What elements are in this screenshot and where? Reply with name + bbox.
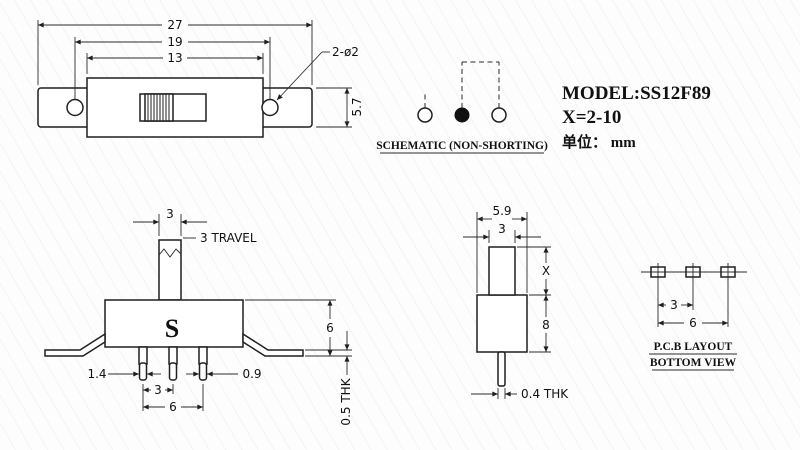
dim-pad-span: 6 bbox=[689, 316, 697, 330]
pin-2-shaft bbox=[168, 346, 178, 365]
pin-3-foot bbox=[198, 362, 208, 381]
mounting-hole-right bbox=[261, 98, 279, 117]
dim-body-length: 13 bbox=[167, 51, 182, 65]
title-block: MODEL:SS12F89 X=2-10 单位： mm bbox=[562, 83, 711, 151]
switch-body-front bbox=[104, 299, 244, 348]
terminal-pins bbox=[138, 346, 208, 381]
break-line bbox=[158, 248, 182, 258]
pin-side bbox=[497, 351, 506, 387]
dim-overall-length: 27 bbox=[167, 18, 182, 32]
dim-pin-pitch: 3 bbox=[154, 383, 162, 397]
dim-knob-height-x: X bbox=[542, 264, 550, 278]
schematic-caption: SCHEMATIC (NON-SHORTING) bbox=[376, 140, 548, 152]
unit-label: 单位： mm bbox=[562, 133, 636, 151]
pin-thickness-label: 0.4 THK bbox=[521, 387, 569, 401]
model-number: MODEL:SS12F89 bbox=[562, 83, 711, 104]
schematic-view: SCHEMATIC (NON-SHORTING) bbox=[376, 61, 548, 154]
pcb-caption-line1: P.C.B LAYOUT bbox=[654, 341, 733, 353]
dim-plate-height: 5.7 bbox=[350, 97, 364, 116]
slider-knob-top bbox=[144, 93, 174, 122]
slider-knob-front bbox=[158, 239, 182, 301]
slider-knob-side bbox=[488, 246, 516, 296]
dim-side-knob: 3 bbox=[498, 222, 506, 236]
flange-thickness-label: 0.5 THK bbox=[339, 377, 353, 425]
side-view: 5.9 3 X 8 0.4 THK bbox=[463, 204, 569, 401]
top-view: 27 19 13 5.7 2-ø2 bbox=[37, 18, 364, 138]
pcb-caption-line2: BOTTOM VIEW bbox=[650, 357, 737, 369]
pin-3-shaft bbox=[198, 346, 208, 365]
mounting-flange-right bbox=[242, 332, 304, 357]
x-range: X=2-10 bbox=[562, 107, 621, 128]
mounting-flange-left bbox=[44, 332, 106, 357]
hole-callout-label: 2-ø2 bbox=[332, 45, 359, 59]
terminal-open-left bbox=[417, 107, 433, 123]
pin-1-shaft bbox=[138, 346, 148, 365]
pad-2 bbox=[685, 266, 701, 278]
pad-1 bbox=[650, 266, 666, 278]
dim-side-height: 8 bbox=[542, 318, 550, 332]
pin-1-foot bbox=[138, 362, 148, 381]
mounting-hole-left bbox=[66, 98, 84, 117]
dim-pin-span: 6 bbox=[169, 400, 177, 414]
knob-hatching bbox=[147, 94, 170, 121]
pad-3 bbox=[720, 266, 736, 278]
dim-pin-width-right: 0.9 bbox=[242, 367, 261, 381]
dim-body-height: 6 bbox=[326, 321, 334, 335]
dim-side-width: 5.9 bbox=[492, 204, 511, 218]
dim-hole-spacing: 19 bbox=[167, 35, 182, 49]
dim-knob-width: 3 bbox=[166, 207, 174, 221]
pin-2-foot bbox=[168, 362, 178, 381]
terminal-open-right bbox=[491, 107, 507, 123]
switch-body-side bbox=[476, 294, 528, 353]
pcb-layout-view: 3 6 P.C.B LAYOUT BOTTOM VIEW bbox=[641, 263, 747, 371]
terminal-common-filled bbox=[454, 107, 470, 123]
body-marking: S bbox=[165, 314, 179, 343]
dim-pin-width-left: 1.4 bbox=[87, 367, 106, 381]
front-view: S 3 3 TRAVEL 6 0.5 THK bbox=[44, 207, 353, 426]
dim-pad-pitch: 3 bbox=[670, 298, 678, 312]
travel-label: 3 TRAVEL bbox=[200, 231, 257, 245]
